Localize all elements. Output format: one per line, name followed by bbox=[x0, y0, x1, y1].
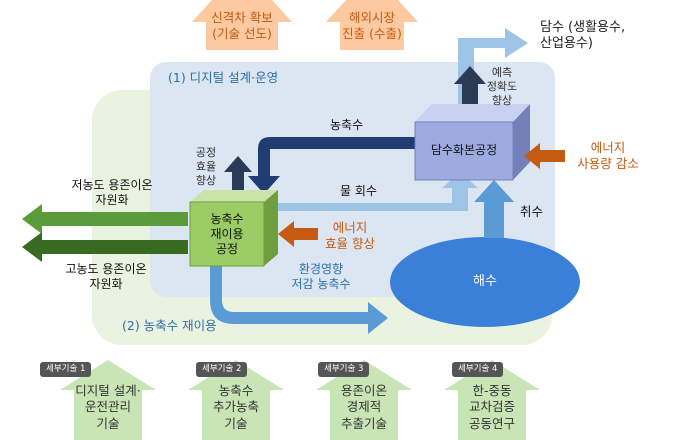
top-right-label: 해외시장 진출 (수출) bbox=[342, 10, 402, 41]
reuse-up-label: 공정 효율 향상 bbox=[195, 146, 217, 187]
reuse-plant-label: 농축수 재이용 공정 bbox=[210, 212, 244, 256]
main-up-label: 예측 정확도 향상 bbox=[486, 66, 518, 107]
output-label: 담수 (생활용수, 산업용수) bbox=[540, 20, 626, 52]
top-arrow-left bbox=[192, 0, 292, 50]
water-return-label: 물 회수 bbox=[340, 184, 377, 198]
low-impact-label: 환경영향 저감 농축수 bbox=[291, 262, 351, 291]
tech-text-1: 디지털 설계· 운전관리 기술 bbox=[75, 383, 141, 431]
low-impact-concentrate-arrow bbox=[210, 266, 388, 334]
tech-tag-3: 세부기술 3 bbox=[318, 362, 370, 377]
top-left-label: 신격차 확보 (기술 선도) bbox=[211, 10, 273, 41]
tech-tag-4: 세부기술 4 bbox=[452, 362, 504, 377]
reuse-energy-arrow bbox=[278, 221, 318, 247]
main-energy-label: 에너지 사용량 감소 bbox=[577, 140, 639, 171]
reuse-box-side bbox=[264, 190, 278, 266]
tech-text-2: 농축수 추가농축 기술 bbox=[212, 383, 259, 431]
intake-label: 취수 bbox=[520, 204, 544, 219]
region-2-label: (2) 농축수 재이용 bbox=[122, 318, 217, 333]
low-conc-label: 저농도 용존이온 자원화 bbox=[71, 178, 153, 207]
tech-text-4: 한-중동 교차검증 공동연구 bbox=[468, 383, 515, 431]
reuse-box-front bbox=[189, 201, 265, 267]
intake-arrow bbox=[474, 180, 514, 238]
concentrate-label: 농축수 bbox=[330, 118, 364, 132]
reuse-box-top bbox=[190, 190, 278, 202]
top-arrow-right bbox=[326, 0, 418, 50]
tech-tag-1: 세부기술 1 bbox=[40, 362, 92, 377]
tech-tag-2: 세부기술 2 bbox=[196, 362, 248, 377]
reuse-energy-label: 에너지 효율 향상 bbox=[325, 220, 375, 251]
tech-text-3: 용존이온 경제적 추출기술 bbox=[340, 383, 387, 431]
low-conc-recovery-arrow bbox=[22, 204, 188, 234]
output-flow-arrow bbox=[458, 28, 528, 112]
main-plant-label: 담수화본공정 bbox=[430, 143, 498, 157]
high-conc-recovery-arrow bbox=[22, 232, 188, 262]
concentrate-arrow bbox=[248, 137, 420, 194]
tech-arrow-1 bbox=[60, 360, 156, 440]
main-box-front bbox=[414, 121, 514, 181]
seawater-label: 해수 bbox=[473, 274, 497, 289]
high-conc-label: 고농도 용존이온 자원화 bbox=[65, 262, 147, 291]
reuse-up-arrow bbox=[224, 156, 252, 190]
tech-arrow-3 bbox=[316, 360, 412, 440]
region-1-label: (1) 디지털 설계·운영 bbox=[168, 70, 279, 85]
main-box-side bbox=[513, 104, 530, 180]
main-energy-arrow bbox=[524, 143, 565, 169]
seawater-ellipse bbox=[390, 237, 580, 327]
tech-arrow-4 bbox=[444, 360, 540, 440]
main-up-arrow bbox=[454, 66, 486, 104]
main-box-top bbox=[415, 104, 530, 122]
tech-arrow-2 bbox=[188, 360, 284, 440]
